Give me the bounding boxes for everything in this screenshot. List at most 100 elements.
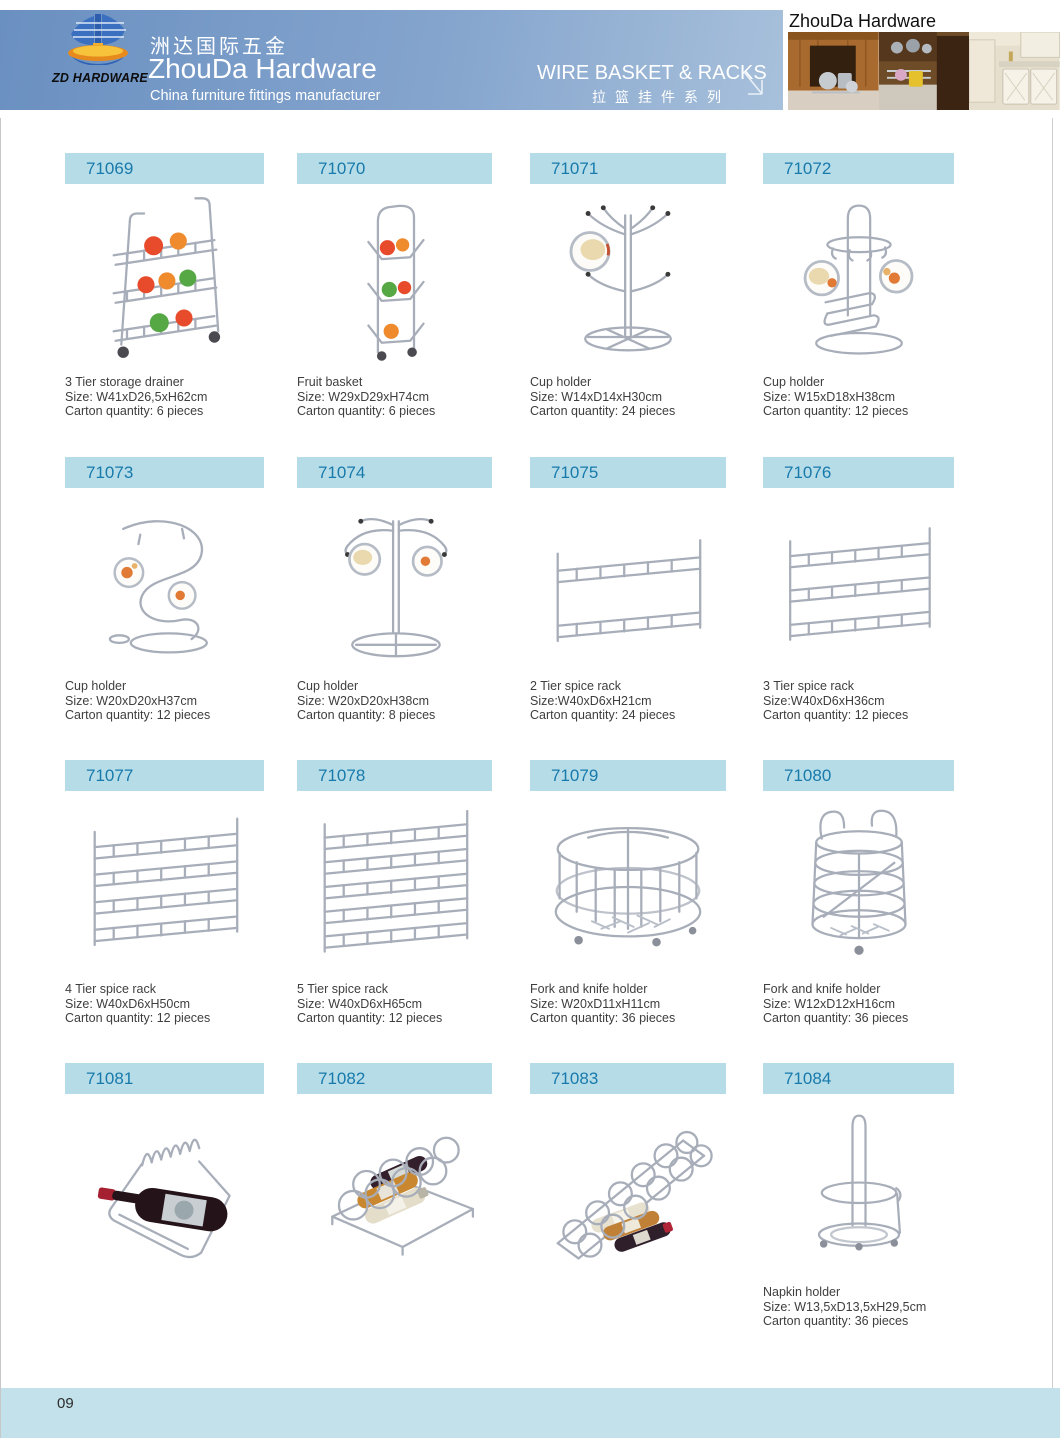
product-image-napkin-holder (763, 1094, 954, 1285)
product-card: 71074 Cup holder Size: W20xD20xH (297, 457, 492, 723)
product-code: 71073 (86, 462, 134, 482)
product-image-cup-holder (763, 184, 954, 375)
product-code-bar: 71076 (763, 457, 954, 488)
page-footer: 09 (0, 1388, 1060, 1438)
product-carton: Carton quantity: 12 pieces (65, 708, 211, 723)
product-name: Cup holder (65, 679, 127, 693)
product-carton: Carton quantity: 12 pieces (763, 708, 909, 723)
product-name: 4 Tier spice rack (65, 982, 157, 996)
product-code: 71072 (784, 158, 832, 178)
product-card: 71078 5 Tier spice rack (297, 760, 492, 1026)
product-code: 71079 (551, 765, 599, 785)
product-code: 71070 (318, 158, 366, 178)
product-size: Size: W13,5xD13,5xH29,5cm (763, 1299, 927, 1314)
product-code-bar: 71073 (65, 457, 264, 488)
product-name: Cup holder (763, 375, 825, 389)
product-name: Cup holder (297, 679, 359, 693)
product-name: Fork and knife holder (530, 982, 648, 996)
product-image-spice-rack-5tier (297, 791, 492, 982)
product-image-cup-holder-spiral (65, 488, 264, 679)
product-carton: Carton quantity: 12 pieces (297, 1011, 443, 1026)
page-header: ZD HARDWARE 洲达国际五金 ZhouDa Hardware China… (0, 10, 783, 110)
product-code: 71078 (318, 765, 366, 785)
product-size: Size: W40xD6xH50cm (65, 996, 191, 1011)
company-name-chinese: 洲达国际五金 (150, 36, 288, 58)
product-image-cutlery-holder-oval (530, 791, 726, 982)
product-carton: Carton quantity: 36 pieces (763, 1011, 909, 1026)
product-size: Size: W29xD29xH74cm (297, 389, 429, 404)
header-photo-strip: ZhouDa Hardware (783, 10, 1060, 110)
product-size: Size: W12xD12xH16cm (763, 996, 895, 1011)
product-size: Size: W15xD18xH38cm (763, 389, 895, 404)
product-code-bar: 71084 (763, 1063, 954, 1094)
product-code-bar: 71070 (297, 153, 492, 184)
product-card: 71080 Fork and knife (763, 760, 954, 1026)
product-code: 71076 (784, 462, 832, 482)
product-card: 71069 3 Tier storage dr (65, 153, 264, 419)
product-name: 3 Tier storage drainer (65, 375, 184, 389)
product-image-cup-holder-tree (297, 488, 492, 679)
product-image-wine-bottle-holder (65, 1094, 264, 1285)
product-code-bar: 71080 (763, 760, 954, 791)
product-name: Fork and knife holder (763, 982, 881, 996)
product-size: Size: W20xD20xH37cm (65, 693, 197, 708)
product-code-bar: 71079 (530, 760, 726, 791)
product-code: 71075 (551, 462, 599, 482)
product-card: 71076 3 Tier spice rack Size:W40xD6xH36c… (763, 457, 954, 723)
product-carton: Carton quantity: 36 pieces (763, 1314, 909, 1329)
product-code-bar: 71078 (297, 760, 492, 791)
page-number: 09 (57, 1395, 74, 1412)
product-card: 71072 Cup holder Size: W15xD18 (763, 153, 954, 419)
product-code-bar: 71077 (65, 760, 264, 791)
product-code-bar: 71075 (530, 457, 726, 488)
product-card: 71070 Fruit basket Size: W29xD29xH74cm C… (297, 153, 492, 419)
product-image-spice-rack-3tier (763, 488, 954, 679)
page-edge-line-left (0, 118, 1, 1438)
page-edge-line-right (1052, 118, 1053, 1388)
section-title: WIRE BASKET & RACKS (537, 62, 767, 84)
product-image-fruit-basket (297, 184, 492, 375)
product-card: 71081 (65, 1063, 264, 1285)
kitchen-photo-2 (878, 32, 970, 110)
arrow-down-right-icon (741, 70, 767, 105)
product-code: 71069 (86, 158, 134, 178)
product-carton: Carton quantity: 6 pieces (297, 404, 436, 419)
product-size: Size:W40xD6xH36cm (763, 693, 885, 708)
product-carton: Carton quantity: 8 pieces (297, 708, 436, 723)
product-carton: Carton quantity: 12 pieces (65, 1011, 211, 1026)
product-image-storage-drainer (65, 184, 264, 375)
product-carton: Carton quantity: 24 pieces (530, 708, 676, 723)
product-code-bar: 71081 (65, 1063, 264, 1094)
product-image-cup-holder (530, 184, 726, 375)
product-card: 71075 2 Tier spice rack Size:W40xD6xH21c… (530, 457, 726, 723)
product-carton: Carton quantity: 36 pieces (530, 1011, 676, 1026)
kitchen-photo-1 (788, 32, 879, 110)
ship-logo-icon (68, 14, 128, 66)
company-logo: ZD HARDWARE (52, 13, 148, 85)
product-image-wine-rack-long (530, 1094, 726, 1285)
product-carton: Carton quantity: 6 pieces (65, 404, 204, 419)
product-image-spice-rack-2tier (530, 488, 726, 679)
product-code-bar: 71069 (65, 153, 264, 184)
product-name: 2 Tier spice rack (530, 679, 622, 693)
product-card: 71073 Cup holder Size: W20xD20xH37cm Car… (65, 457, 264, 723)
product-size: Size: W20xD20xH38cm (297, 693, 429, 708)
product-card: 71084 Napkin holder Size: W13,5xD13,5xH2… (763, 1063, 954, 1329)
product-name: 3 Tier spice rack (763, 679, 855, 693)
product-code-bar: 71071 (530, 153, 726, 184)
product-code: 71082 (318, 1068, 366, 1088)
product-card: 71077 4 Tier spice rack Size: W40xD6xH50… (65, 760, 264, 1026)
product-code: 71071 (551, 158, 599, 178)
product-size: Size:W40xD6xH21cm (530, 693, 652, 708)
product-size: Size: W41xD26,5xH62cm (65, 389, 208, 404)
company-name: ZhouDa Hardware (148, 53, 377, 84)
product-code: 71081 (86, 1068, 134, 1088)
product-code-bar: 71082 (297, 1063, 492, 1094)
kitchen-photo-3 (969, 32, 1060, 110)
section-subtitle-chinese: 拉篮挂件系列 (592, 89, 730, 105)
product-code-bar: 71072 (763, 153, 954, 184)
product-card: 71082 (297, 1063, 492, 1285)
product-code: 71084 (784, 1068, 832, 1088)
product-name: Fruit basket (297, 375, 363, 389)
